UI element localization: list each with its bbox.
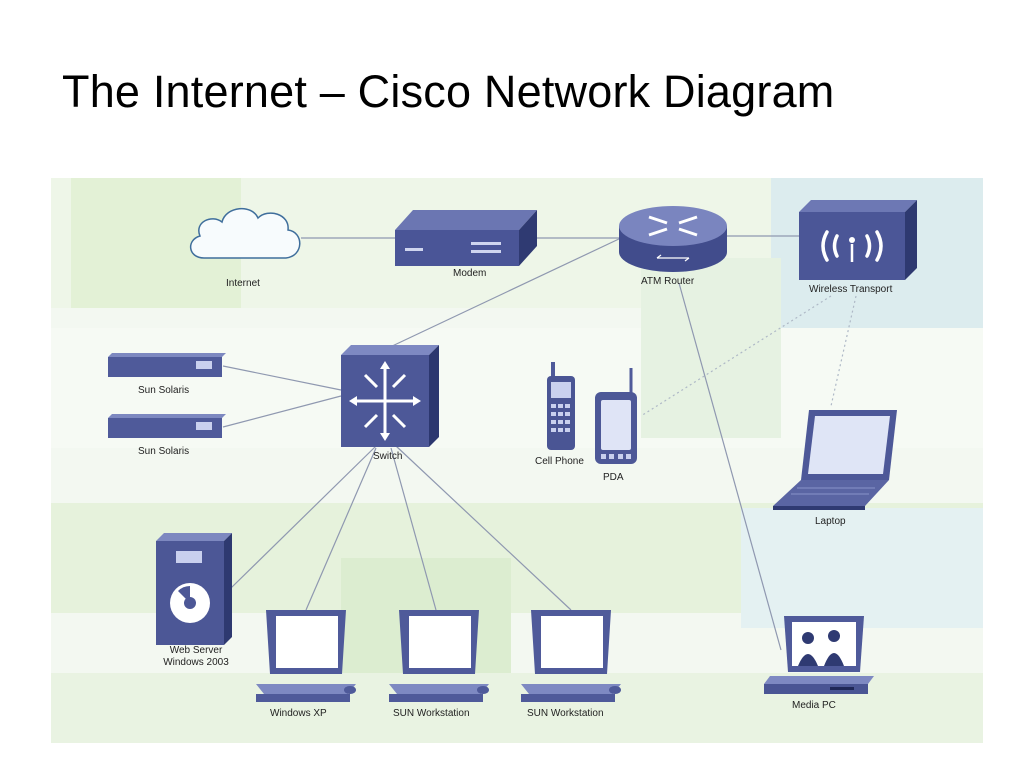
sun-solaris-node-2: Sun Solaris	[108, 414, 226, 457]
web-server-node: Web Server Windows 2003	[156, 533, 232, 668]
atm-router-node: ATM Router	[619, 204, 727, 287]
rack-server-icon	[108, 353, 226, 377]
link-wireless-laptop	[830, 295, 857, 407]
network-diagram: Internet Modem ATM Router	[51, 178, 983, 743]
wireless-transport-node: Wireless Transport	[799, 200, 917, 295]
sun-workstation-node-2: SUN Workstation	[521, 610, 629, 719]
web-server-icon	[156, 533, 232, 645]
link-switch-webserver	[230, 445, 377, 589]
switch-label: Switch	[373, 451, 403, 462]
pda-label: PDA	[603, 472, 624, 483]
link-switch-winxp	[305, 447, 377, 611]
media-pc-label: Media PC	[792, 700, 836, 711]
pda-icon	[595, 368, 637, 464]
cell-phone-node: Cell Phone	[535, 362, 584, 467]
sun-solaris-label-1: Sun Solaris	[138, 385, 190, 396]
sun-workstation-label-1: SUN Workstation	[393, 708, 470, 719]
cloud-icon	[190, 208, 301, 259]
cell-phone-label: Cell Phone	[535, 456, 584, 467]
windows-xp-node: Windows XP	[256, 610, 364, 719]
web-server-label-line-2: Windows 2003	[163, 657, 229, 668]
laptop-node: Laptop	[771, 408, 899, 527]
media-pc-node: Media PC	[764, 616, 874, 711]
windows-xp-label: Windows XP	[270, 708, 327, 719]
workstation-icon	[256, 610, 356, 702]
web-server-label: Web Server Windows 2003	[146, 645, 246, 669]
cell-phone-icon	[547, 362, 575, 450]
link-solaris2-switch	[222, 395, 342, 428]
workstation-icon	[521, 610, 621, 702]
internet-node: Internet	[186, 200, 306, 289]
modem-icon	[395, 210, 537, 266]
sun-workstation-label-2: SUN Workstation	[527, 708, 604, 719]
link-router-mediapc	[678, 282, 782, 651]
sun-solaris-node-1: Sun Solaris	[108, 353, 226, 396]
atm-router-label: ATM Router	[641, 276, 695, 287]
rack-server-icon	[108, 414, 226, 438]
switch-node: Switch	[341, 345, 441, 462]
background-band	[741, 508, 983, 628]
connection-lines	[222, 235, 857, 651]
wireless-transport-icon	[799, 200, 917, 280]
laptop-label: Laptop	[815, 516, 846, 527]
link-switch-sunws1	[390, 447, 437, 611]
link-switch-sunws2	[395, 445, 572, 611]
modem-node: Modem	[395, 210, 537, 279]
router-icon	[619, 206, 727, 272]
pda-node: PDA	[591, 368, 643, 483]
media-pc-icon	[764, 616, 874, 694]
link-router-switch	[387, 237, 622, 349]
slide-title: The Internet – Cisco Network Diagram	[62, 66, 835, 117]
sun-solaris-label-2: Sun Solaris	[138, 446, 190, 457]
modem-label: Modem	[453, 268, 487, 279]
link-solaris1-switch	[222, 365, 342, 391]
web-server-label-line-1: Web Server	[169, 645, 223, 656]
background-band	[641, 258, 781, 438]
wireless-transport-label: Wireless Transport	[809, 284, 893, 295]
sun-workstation-node-1: SUN Workstation	[389, 610, 497, 719]
internet-label: Internet	[226, 278, 260, 289]
link-wireless-pda	[640, 295, 832, 417]
laptop-icon	[773, 410, 897, 510]
switch-icon	[341, 345, 439, 447]
workstation-icon	[389, 610, 489, 702]
